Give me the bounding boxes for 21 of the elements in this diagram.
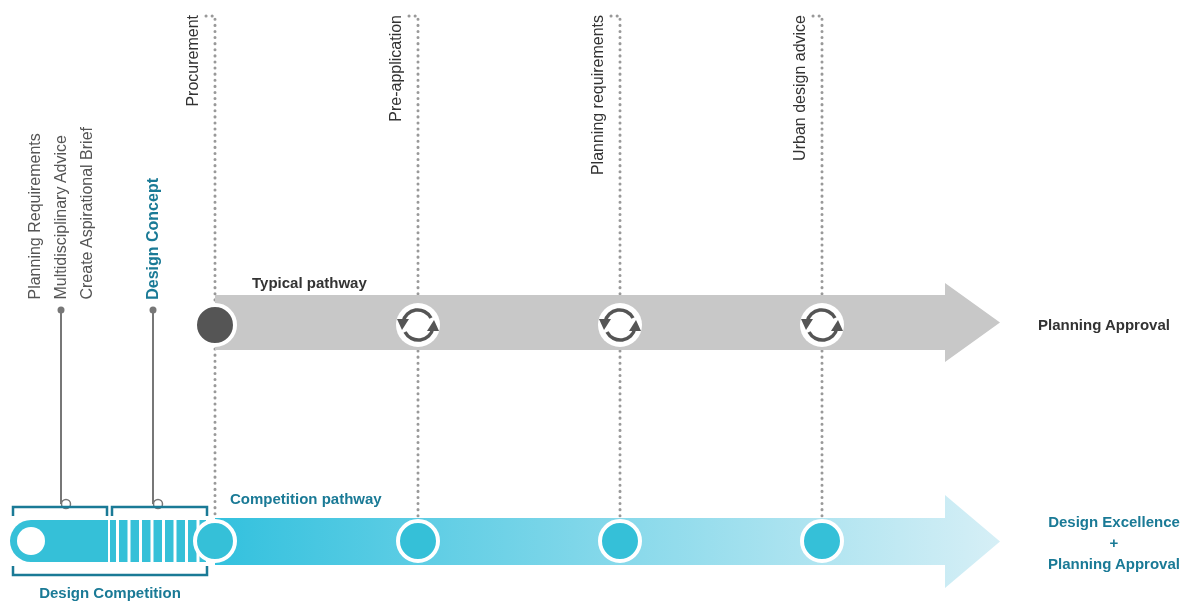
dotted-line [618,349,622,519]
pathway-label: Typical pathway [252,274,367,291]
leader-line [149,306,164,510]
milestone-label: Planning requirements [588,15,607,176]
pathway-label: Competition pathway [230,490,382,507]
milestone-label: Design Concept [143,178,162,300]
bracket-label: Design Competition [39,584,181,601]
leader-line [57,306,72,510]
milestone-label: Urban design advice [790,15,809,161]
outcome-label: Planning Approval [1038,316,1170,333]
step-label: Multidisciplinary Advice [51,134,70,300]
outcome-label: Design Excellence [1048,513,1180,530]
dotted-line [416,349,420,519]
outcome-label: + [1109,534,1119,551]
dotted-line [820,349,824,519]
step-label: Create Aspirational Brief [77,127,96,300]
milestone-label: Procurement [183,15,202,107]
step-label: Planning Requirements [25,132,44,300]
outcome-label: Planning Approval [1048,555,1180,572]
dotted-line [204,14,217,303]
milestone-label: Pre-application [386,15,405,122]
